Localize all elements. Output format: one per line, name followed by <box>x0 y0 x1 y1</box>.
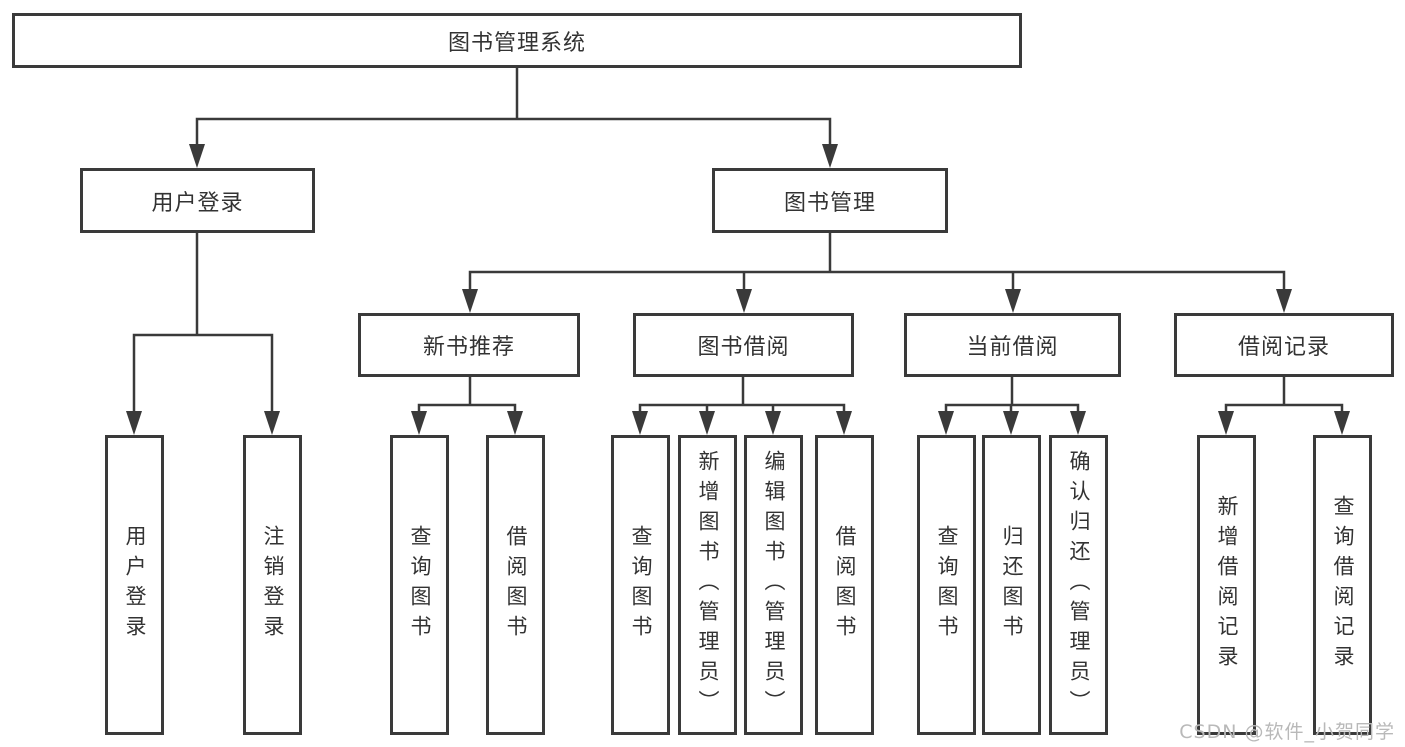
leaf-return-book: 归还图书 <box>982 435 1041 735</box>
leaf-edit-book-admin-label: 编辑图书（管理员） <box>762 450 787 720</box>
leaf-query-books-current-label: 查询图书 <box>935 525 960 645</box>
node-borrow-records: 借阅记录 <box>1174 313 1394 377</box>
node-current-borrow: 当前借阅 <box>904 313 1121 377</box>
node-root: 图书管理系统 <box>12 13 1022 68</box>
leaf-borrow-books-label: 借阅图书 <box>833 525 858 645</box>
node-user-login: 用户登录 <box>80 168 315 233</box>
leaf-add-book-admin-label: 新增图书（管理员） <box>696 450 721 720</box>
leaf-confirm-return-admin: 确认归还（管理员） <box>1049 435 1108 735</box>
leaf-query-borrow-record: 查询借阅记录 <box>1313 435 1372 735</box>
leaf-borrow-books-recommend-label: 借阅图书 <box>504 525 529 645</box>
node-borrow-records-label: 借阅记录 <box>1237 335 1330 360</box>
node-user-login-label: 用户登录 <box>151 190 244 216</box>
leaf-query-books-borrow: 查询图书 <box>611 435 670 735</box>
leaf-user-login-label: 用户登录 <box>123 525 148 645</box>
csdn-watermark: CSDN @软件_小贺同学 <box>1179 721 1395 743</box>
leaf-confirm-return-admin-label: 确认归还（管理员） <box>1067 450 1092 720</box>
leaf-query-books-recommend-label: 查询图书 <box>408 525 433 645</box>
leaf-query-books-borrow-label: 查询图书 <box>629 525 654 645</box>
node-book-borrow-label: 图书借阅 <box>697 335 790 360</box>
node-book-borrow: 图书借阅 <box>633 313 854 377</box>
leaf-query-books-recommend: 查询图书 <box>390 435 449 735</box>
leaf-add-borrow-record: 新增借阅记录 <box>1197 435 1256 735</box>
leaf-query-borrow-record-label: 查询借阅记录 <box>1331 495 1356 675</box>
leaf-edit-book-admin: 编辑图书（管理员） <box>744 435 803 735</box>
node-new-book-recommend: 新书推荐 <box>358 313 580 377</box>
leaf-user-login: 用户登录 <box>105 435 164 735</box>
node-new-book-recommend-label: 新书推荐 <box>422 335 515 360</box>
leaf-borrow-books: 借阅图书 <box>815 435 874 735</box>
node-current-borrow-label: 当前借阅 <box>966 335 1059 360</box>
leaf-return-book-label: 归还图书 <box>1000 525 1025 645</box>
node-book-management-label: 图书管理 <box>783 190 876 216</box>
node-root-label: 图书管理系统 <box>447 30 586 56</box>
leaf-query-books-current: 查询图书 <box>917 435 976 735</box>
leaf-add-borrow-record-label: 新增借阅记录 <box>1215 495 1240 675</box>
leaf-borrow-books-recommend: 借阅图书 <box>486 435 545 735</box>
leaf-logout: 注销登录 <box>243 435 302 735</box>
leaf-add-book-admin: 新增图书（管理员） <box>678 435 737 735</box>
node-book-management: 图书管理 <box>712 168 948 233</box>
leaf-logout-label: 注销登录 <box>261 525 286 645</box>
